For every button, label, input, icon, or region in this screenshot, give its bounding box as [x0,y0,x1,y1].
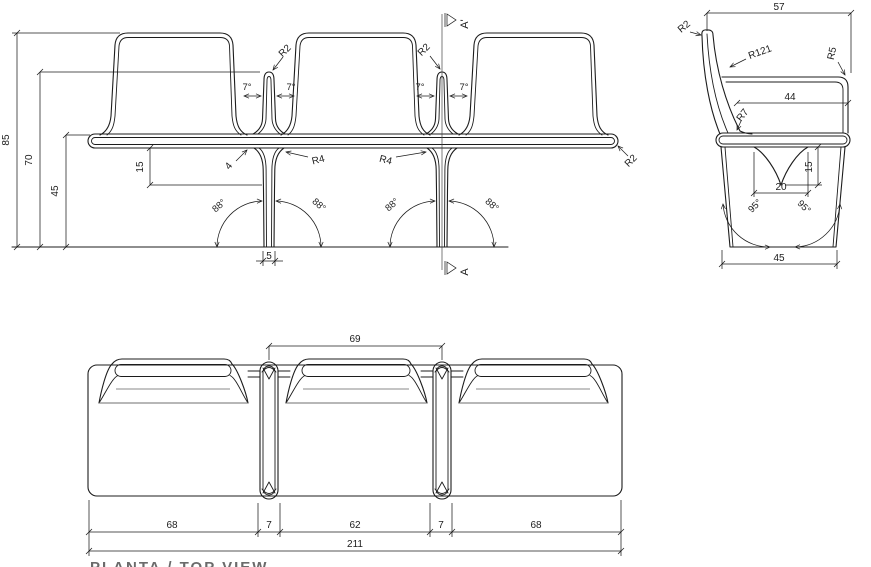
side-v-notch [753,146,809,186]
dim-7-right-label: 7 [438,520,444,531]
side-radius-labels: R2 R121 R5 R7 [676,18,846,131]
angle-95-label-2: 95° [795,198,813,216]
dim-45s-label: 45 [773,253,785,264]
angle-7-label-2: 7° [286,82,295,93]
section-line-AA: A' A [441,13,471,276]
radius-labels-front: R2 R2 R2 R4 R4 [272,42,640,170]
dim-69-label: 69 [349,334,361,345]
dim-45-label: 45 [50,185,61,197]
plan-seat-2 [285,358,428,404]
dim-7-left-label: 7 [266,520,272,531]
divider-leg-1 [252,71,286,248]
dim-70-label: 70 [24,154,35,166]
backrest-seat-3 [458,32,609,136]
plan-divider-1 [247,361,291,500]
dim-15s-label: 15 [804,161,815,173]
dim-68-left-label: 68 [166,520,178,531]
angle-88-group: 88° 88° 88° 88° [210,196,501,248]
dim-flare-drop: 15 [135,144,262,189]
dim-68-right-label: 68 [530,520,542,531]
radius-r4-right: R4 [378,154,393,168]
plan-caption: PLANTA / TOP VIEW [90,559,268,567]
dim-seat-height: 45 [50,131,90,251]
dim-15-label: 15 [135,161,146,173]
plan-platform [87,364,623,497]
dim-leg-width: 5 [256,251,283,266]
dim-211-label: 211 [347,539,363,550]
angle-95-label-1: 95° [746,197,764,215]
plan-seat-1 [98,358,249,404]
dim-notch: 20 15 [750,143,822,197]
dim-57-label: 57 [773,2,785,13]
angle-88-label-2: 88° [310,196,328,214]
angle-7-group: 7° 7° 7° 7° [242,82,469,99]
seat-rail [87,133,619,149]
dim-total-height: 85 [1,29,120,251]
side-section-view: 57 R2 R121 R5 R7 44 20 15 95° [676,2,855,269]
radius-r2-seat-edge: R2 [623,153,640,170]
dim-seat-thickness: 4 [223,149,248,172]
angle-88-label-1: 88° [210,197,228,215]
section-label-top: A' [459,19,471,28]
angle-95-group: 95° 95° [720,197,843,250]
angle-88-label-4: 88° [483,196,501,214]
plan-bottom-dims: 68 7 62 7 68 211 [85,500,625,556]
side-seat [715,132,851,148]
dim-85-label: 85 [1,134,12,146]
dim-base-depth: 45 [718,250,841,269]
radius-r2-back-top: R2 [676,18,693,35]
dim-62-label: 62 [349,520,361,531]
dim-4-label: 4 [223,160,235,172]
angle-88-label-3: 88° [383,196,401,214]
dim-armrest-length: 44 [733,92,852,107]
dim-seat-pitch: 69 [265,334,446,360]
radius-r5-label: R5 [826,46,840,61]
side-base [720,146,846,248]
dim-depth: 57 [703,2,855,73]
dim-5-label: 5 [266,251,272,262]
front-elevation-view: A' A 85 70 45 15 4 5 [1,13,640,276]
dim-divider-height: 70 [24,68,260,251]
angle-7-label-3: 7° [415,82,424,93]
plan-divider-2 [420,361,464,500]
backrest-seat-1 [99,32,248,136]
section-label-bottom: A [459,268,471,276]
radius-r4-left: R4 [311,154,326,168]
dim-44-label: 44 [784,92,796,103]
angle-7-label-4: 7° [459,82,468,93]
top-plan-view: 69 68 7 62 7 68 211 PLANTA / TOP VIEW [85,334,625,567]
radius-r2-divider1: R2 [277,43,294,60]
side-armrest [721,76,849,134]
angle-7-label-1: 7° [242,82,251,93]
plan-seat-3 [458,358,609,404]
radius-r7-label: R7 [735,107,752,124]
backrest-seat-2 [280,32,431,136]
dim-20-label: 20 [775,182,787,193]
radius-r121-label: R121 [747,43,774,62]
